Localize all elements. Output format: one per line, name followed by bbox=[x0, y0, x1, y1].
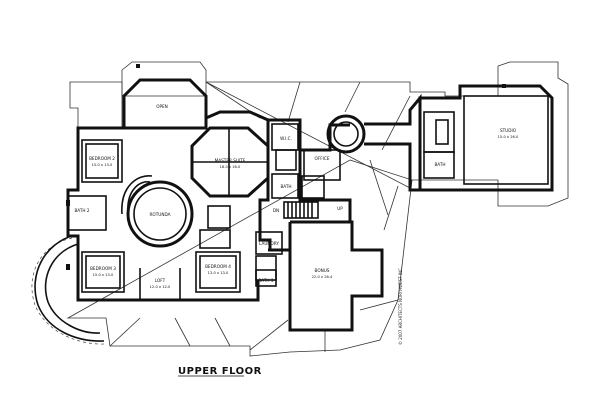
dims-master: 18-0 x 16-0 bbox=[220, 165, 241, 169]
dims-bonus: 22-0 x 26-4 bbox=[312, 275, 333, 279]
label-laundry: LAUNDRY bbox=[259, 241, 279, 246]
label-wic: W.I.C. bbox=[280, 136, 292, 141]
label-master: MASTER SUITE bbox=[215, 158, 246, 163]
label-bedroom2: BEDROOM 2 bbox=[89, 156, 115, 161]
dims-bedroom4: 13-0 x 13-0 bbox=[208, 271, 229, 275]
dims-bedroom3: 15-0 x 13-0 bbox=[93, 273, 114, 277]
label-loft: LOFT bbox=[155, 278, 166, 283]
label-bedroom4: BEDROOM 4 bbox=[205, 264, 231, 269]
label-bath3: BATH 3 bbox=[258, 278, 273, 283]
label-up: UP bbox=[337, 206, 343, 211]
label-rotunda: ROTUNDA bbox=[150, 212, 171, 217]
interior-walls bbox=[67, 95, 549, 301]
balcony bbox=[31, 234, 106, 345]
label-bath: BATH bbox=[280, 184, 291, 189]
label-office: OFFICE bbox=[315, 156, 330, 161]
dims-loft: 12-0 x 12-0 bbox=[150, 285, 171, 289]
label-studio: STUDIO bbox=[500, 128, 517, 133]
dims-bedroom2: 15-0 x 13-0 bbox=[92, 163, 113, 167]
label-bedroom3: BEDROOM 3 bbox=[90, 266, 116, 271]
dims-studio: 15-0 x 26-0 bbox=[498, 135, 519, 139]
label-bonus: BONUS bbox=[315, 268, 330, 273]
roof-outline bbox=[66, 61, 569, 357]
stairs bbox=[283, 201, 319, 219]
label-open: OPEN bbox=[156, 104, 168, 109]
copyright-text: © 2007 ARCHITECTS NORTHWEST INC. bbox=[398, 267, 403, 345]
label-bath2: BATH 2 bbox=[74, 208, 89, 213]
plan-title: UPPER FLOOR bbox=[178, 366, 262, 377]
room-labels: OPEN BEDROOM 2 15-0 x 13-0 BATH 2 ROTUND… bbox=[74, 104, 519, 289]
post-markers bbox=[66, 64, 506, 270]
label-studio-bath: BATH bbox=[434, 162, 445, 167]
label-dn: DN bbox=[273, 208, 279, 213]
